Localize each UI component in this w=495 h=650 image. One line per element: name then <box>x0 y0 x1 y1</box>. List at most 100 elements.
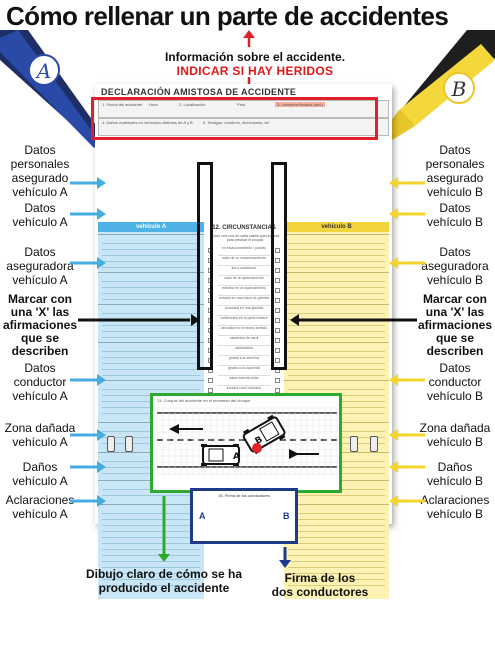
right-label-line: vehículo B <box>426 474 484 488</box>
form-field-line <box>102 287 200 288</box>
left-label-line: Daños <box>22 460 58 474</box>
circumstance-checkbox-b[interactable] <box>275 338 280 343</box>
form-field-line <box>102 585 200 586</box>
circumstance-row: salía de un aparcamiento <box>218 276 270 286</box>
form-field-line <box>102 555 200 556</box>
circumstance-checkbox-a[interactable] <box>208 388 213 393</box>
form-field-line <box>102 531 200 532</box>
vehicle-b-header: vehículo B <box>284 222 389 232</box>
circumstance-checkbox-b[interactable] <box>275 298 280 303</box>
form-field-line <box>102 267 200 268</box>
circumstance-checkbox-b[interactable] <box>275 308 280 313</box>
form-field-line <box>288 261 385 262</box>
right-label-line: asegurado <box>426 171 484 185</box>
form-field-line <box>288 281 385 282</box>
sketch-header: 13. Croquis del accidente en el momento … <box>157 398 251 403</box>
injured-warning-line: INDICAR SI HAY HERIDOS <box>176 64 334 78</box>
accident-info-highlight <box>91 97 378 140</box>
right-label-line: que se <box>435 331 474 345</box>
circumstance-row: adelantaba <box>218 346 270 356</box>
form-field-line <box>102 249 200 250</box>
form-field-line <box>288 585 385 586</box>
form-field-line <box>288 525 385 526</box>
form-field-line <box>288 293 385 294</box>
circumstance-checkbox-a[interactable] <box>208 378 213 383</box>
left-label-line: vehículo A <box>12 273 68 287</box>
left-label-line: describen <box>11 344 69 358</box>
form-field-line <box>102 579 200 580</box>
left-label-line: que se <box>20 331 59 345</box>
form-header: DECLARACIÓN AMISTOSA DE ACCIDENTE <box>101 87 297 97</box>
strip-location-label: 2. Localización <box>179 102 206 107</box>
form-section-divider <box>284 234 389 235</box>
signature-caption-line1: Firma de los <box>284 571 356 585</box>
strip-country-label: País <box>237 102 246 107</box>
form-field-line <box>288 255 385 256</box>
form-field-line <box>288 495 385 496</box>
circumstance-checkbox-b[interactable] <box>275 248 280 253</box>
form-field-line <box>288 287 385 288</box>
circumstance-row: entraba en una plaza de glorieta <box>218 296 270 306</box>
left-label-line: Datos <box>24 201 56 215</box>
circumstance-checkbox-b[interactable] <box>275 358 280 363</box>
form-field-line <box>102 281 200 282</box>
circumstance-checkbox-b[interactable] <box>275 388 280 393</box>
form-field-line <box>102 337 200 338</box>
circumstance-checkbox-b[interactable] <box>275 258 280 263</box>
form-section-divider <box>98 272 204 273</box>
right-label-line: afirmaciones <box>417 318 493 332</box>
left-label-line: Marcar con <box>7 292 73 306</box>
circumstance-checkbox-b[interactable] <box>275 278 280 283</box>
form-field-line <box>102 261 200 262</box>
car-a-front-icon <box>107 436 115 452</box>
left-label-line: vehículo A <box>12 435 68 449</box>
form-field-line <box>102 299 200 300</box>
form-field-line <box>288 325 385 326</box>
form-field-line <box>102 549 200 550</box>
form-field-line <box>102 319 200 320</box>
car-b-front-icon <box>350 436 358 452</box>
right-label-line: aseguradora <box>421 259 489 273</box>
right-label-line: Datos <box>439 361 471 375</box>
accident-info-line: Información sobre el accidente. <box>164 50 346 64</box>
right-label-line: vehículo B <box>426 273 484 287</box>
signature-caption: Firma de los dos conductores <box>250 571 390 599</box>
right-label-line: vehículo B <box>426 215 484 229</box>
signature-header: 15. Firma de los conductores <box>218 493 270 498</box>
left-label-line: Datos <box>24 143 56 157</box>
left-label-line: aseguradora <box>6 259 74 273</box>
right-label-line: Datos <box>439 245 471 259</box>
right-label-line: vehículo B <box>426 507 484 521</box>
form-section-divider <box>98 304 204 305</box>
form-field-line <box>288 351 385 352</box>
form-section-divider <box>284 272 389 273</box>
right-label-line: Datos <box>439 201 471 215</box>
form-field-line <box>288 561 385 562</box>
circumstance-checkbox-b[interactable] <box>275 328 280 333</box>
form-field-line <box>102 351 200 352</box>
left-label-line: Zona dañada <box>4 421 76 435</box>
circumstance-checkbox-b[interactable] <box>275 268 280 273</box>
signature-highlight: 15. Firma de los conductores A B <box>190 488 298 544</box>
circumstances-header: 12. CIRCUNSTANCIAS <box>212 225 276 231</box>
form-field-line <box>102 519 200 520</box>
accident-info-note: Información sobre el accidente. INDICAR … <box>130 50 380 78</box>
circumstance-checkbox-b[interactable] <box>275 318 280 323</box>
form-field-line <box>288 389 385 390</box>
title-bar: Cómo rellenar un parte de accidentes <box>0 0 495 31</box>
circumstance-checkbox-b[interactable] <box>275 288 280 293</box>
circumstance-checkbox-b[interactable] <box>275 348 280 353</box>
form-field-line <box>288 299 385 300</box>
left-label-line: vehículo A <box>12 474 68 488</box>
circumstance-checkbox-b[interactable] <box>275 378 280 383</box>
circumstances-intro: Poner una cruz en cada casilla que proce… <box>210 234 280 242</box>
left-label-line: Datos <box>24 245 56 259</box>
form-field-line <box>102 573 200 574</box>
